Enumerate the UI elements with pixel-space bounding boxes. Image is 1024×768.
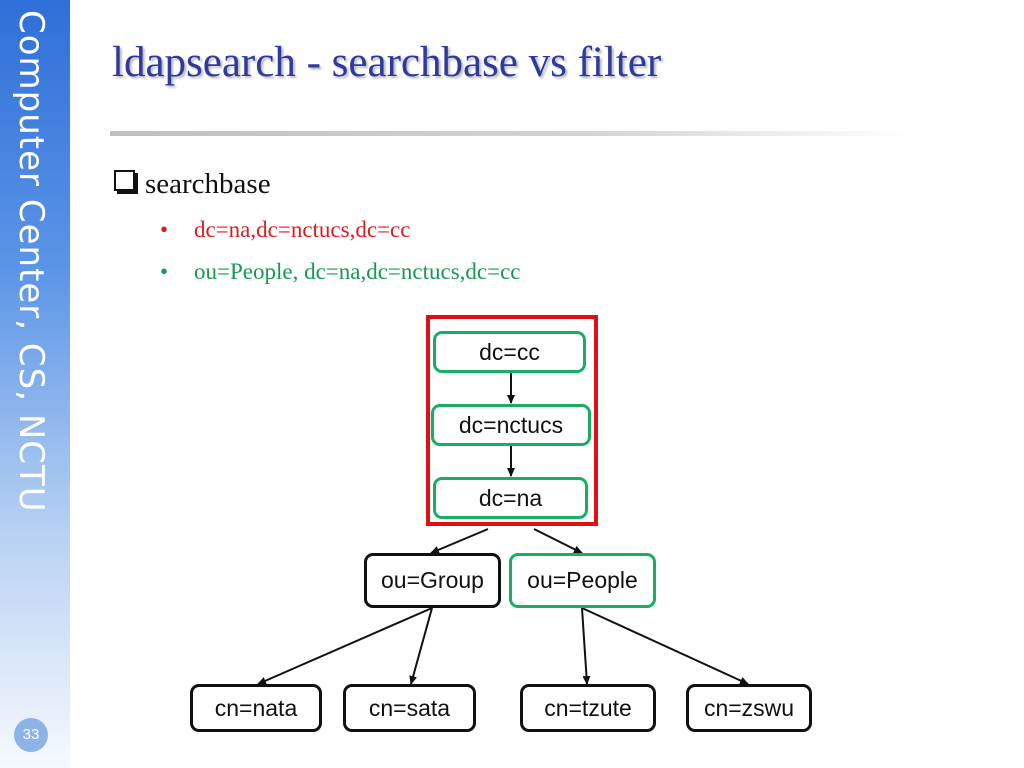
sidebar: Computer Center, CS, NCTU 33 <box>0 0 70 768</box>
edge-group-nata <box>257 607 433 685</box>
sub-bullet-item: • dc=na,dc=nctucs,dc=cc <box>160 217 410 243</box>
bullet-searchbase: searchbase <box>114 168 271 201</box>
bullet-label: searchbase <box>145 168 271 200</box>
node-cn-nata: cn=nata <box>190 684 322 732</box>
bullet-dot-icon: • <box>160 217 169 242</box>
searchbase-highlight-box <box>426 315 598 526</box>
node-cn-tzute: cn=tzute <box>520 684 656 732</box>
sidebar-title: Computer Center, CS, NCTU <box>11 10 51 513</box>
edge-na-group <box>430 528 489 554</box>
edge-people-tzute <box>581 607 591 685</box>
bullet-dot-icon: • <box>160 259 169 284</box>
node-dc-nctucs: dc=nctucs <box>431 404 591 446</box>
node-cn-sata: cn=sata <box>343 684 476 732</box>
checkbox-bullet-icon <box>114 170 135 191</box>
edge-people-zswu <box>581 607 749 685</box>
slide-title: ldapsearch - searchbase vs filter <box>112 39 662 86</box>
sub-bullet-text: dc=na,dc=nctucs,dc=cc <box>194 217 411 242</box>
edge-group-sata <box>409 607 433 685</box>
title-divider <box>110 131 910 136</box>
node-ou-group: ou=Group <box>364 553 501 608</box>
node-cn-zswu: cn=zswu <box>686 684 812 732</box>
page-number-badge: 33 <box>14 718 48 752</box>
node-dc-na: dc=na <box>433 477 588 519</box>
sub-bullet-item: • ou=People, dc=na,dc=nctucs,dc=cc <box>160 259 521 285</box>
node-ou-people: ou=People <box>509 553 656 608</box>
edge-na-people <box>533 528 583 554</box>
node-dc-cc: dc=cc <box>433 331 586 373</box>
sub-bullet-text: ou=People, dc=na,dc=nctucs,dc=cc <box>194 259 521 284</box>
